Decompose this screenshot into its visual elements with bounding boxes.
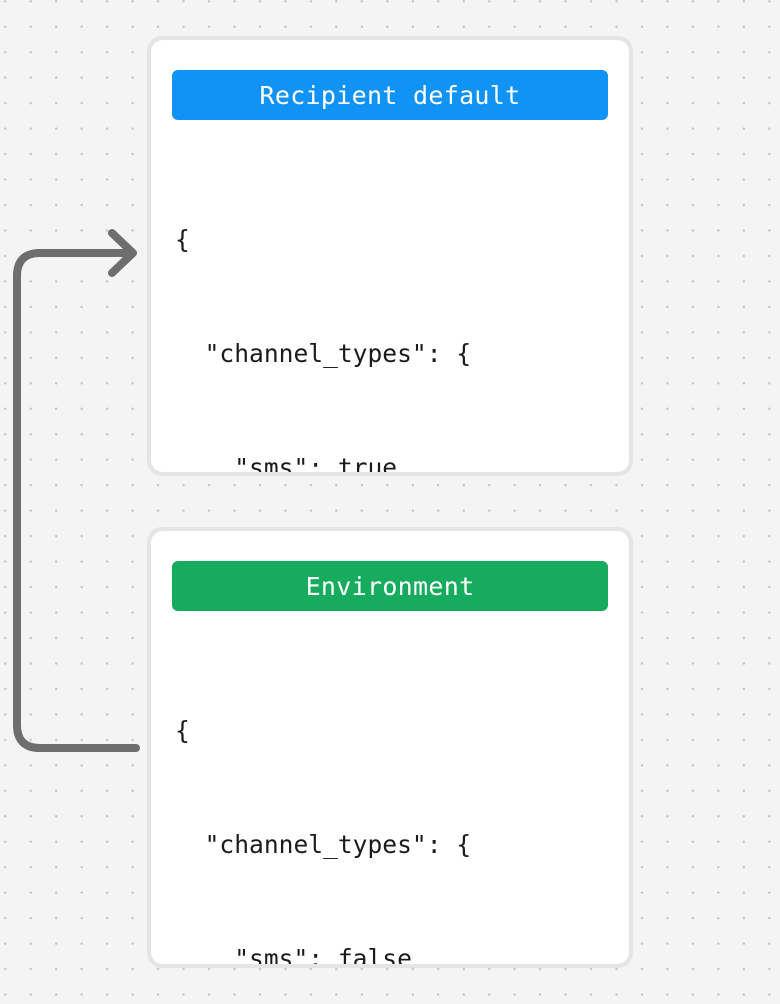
card-title: Recipient default xyxy=(259,80,521,110)
connector-path xyxy=(13,249,140,752)
json-line: { xyxy=(175,716,190,745)
card-recipient-default[interactable]: Recipient default { "channel_types": { "… xyxy=(147,36,633,476)
card-environment[interactable]: Environment { "channel_types": { "sms": … xyxy=(147,527,633,968)
card-header-environment[interactable]: Environment xyxy=(172,561,608,611)
json-block-environment: { "channel_types": { "sms": false }, "ca… xyxy=(175,636,608,964)
json-line: { xyxy=(175,225,190,254)
card-title: Environment xyxy=(305,571,475,601)
json-line: "sms": false xyxy=(175,944,412,964)
json-line: "sms": true xyxy=(175,453,398,472)
card-body: Environment { "channel_types": { "sms": … xyxy=(151,531,629,964)
json-line: "channel_types": { xyxy=(175,830,472,859)
json-block-recipient-default: { "channel_types": { "sms": true }, "cat… xyxy=(175,145,608,472)
card-header-recipient-default[interactable]: Recipient default xyxy=(172,70,608,120)
json-line: "channel_types": { xyxy=(175,339,472,368)
card-body: Recipient default { "channel_types": { "… xyxy=(151,40,629,472)
arrowhead-icon xyxy=(108,229,137,277)
